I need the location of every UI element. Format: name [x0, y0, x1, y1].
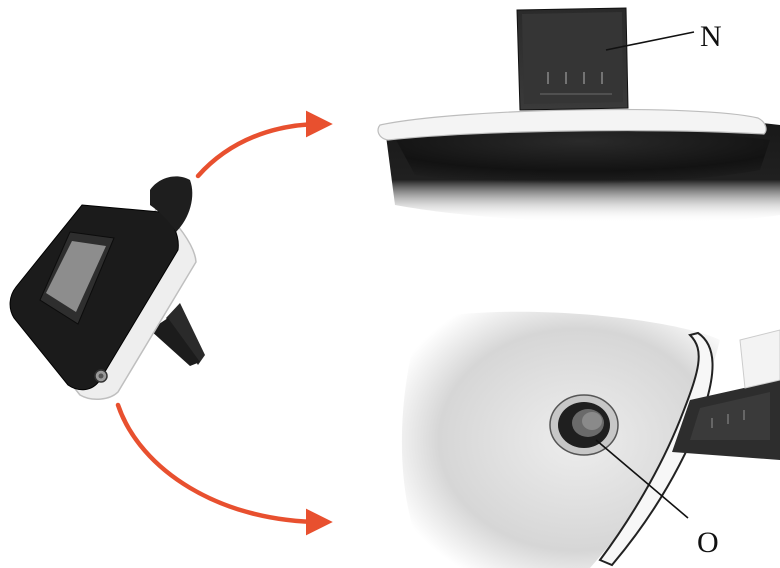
- callout-label-o: O: [697, 526, 719, 559]
- device-overview: [10, 176, 205, 399]
- arrow-to-top-detail: [198, 124, 322, 176]
- arrow-to-bottom-detail: [118, 405, 322, 522]
- callout-label-n: N: [700, 20, 722, 53]
- button-closeup: [402, 312, 780, 568]
